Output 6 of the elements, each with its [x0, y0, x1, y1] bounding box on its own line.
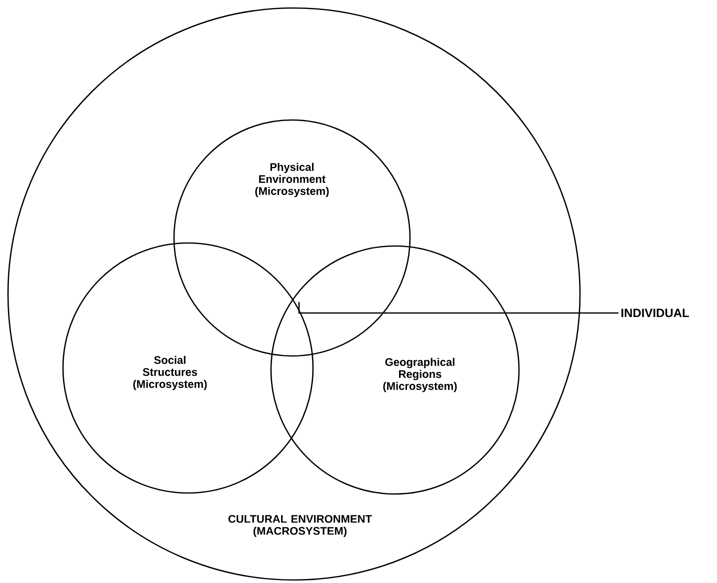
leader-text: INDIVIDUAL	[621, 308, 689, 318]
leader-line	[298, 302, 618, 314]
circle-label: Geographical Regions (Microsystem)	[383, 358, 457, 392]
circle-label: Social Structures (Microsystem)	[133, 356, 207, 390]
circle-label: Physical Environment (Microsystem)	[255, 162, 329, 198]
circle-label: CULTURAL ENVIRONMENT (MACROSYSTEM)	[228, 515, 372, 537]
